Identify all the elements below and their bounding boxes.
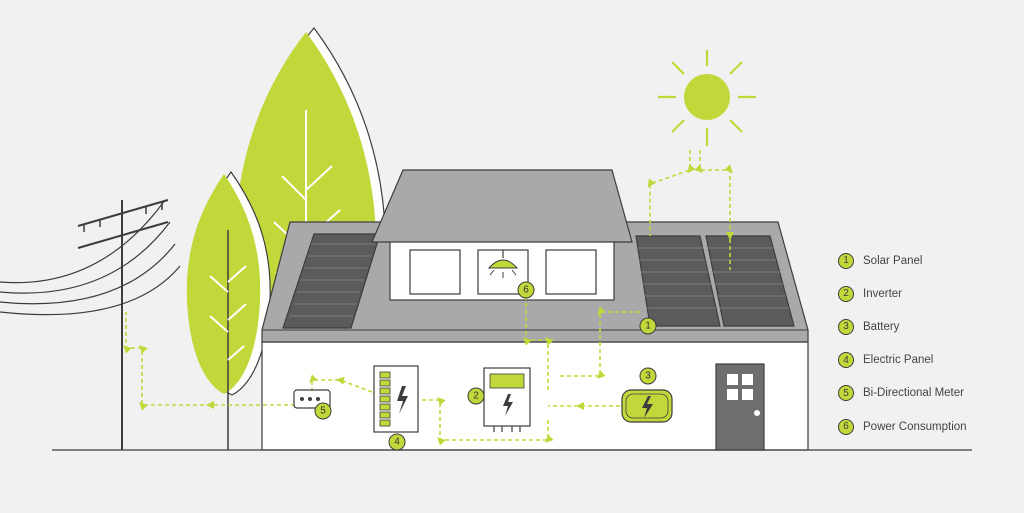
legend-number-badge: 6 [838, 418, 854, 435]
dormer-window-left [409, 249, 461, 295]
callout-battery: 3 [639, 367, 657, 385]
small-tree [186, 170, 271, 450]
legend-label: Bi-Directional Meter [863, 387, 964, 400]
legend-label: Inverter [863, 287, 902, 300]
inverter [483, 367, 531, 432]
callout-solar-panel: 1 [639, 317, 657, 335]
legend-item-inverter: 2 Inverter [838, 277, 1018, 310]
legend-label: Power Consumption [863, 420, 967, 433]
callout-electric-panel: 4 [388, 433, 406, 451]
callout-consumption: 6 [517, 281, 535, 299]
legend: 1 Solar Panel 2 Inverter 3 Battery 4 Ele… [838, 244, 1018, 443]
dormer [371, 169, 633, 301]
legend-label: Solar Panel [863, 254, 923, 267]
legend-label: Battery [863, 320, 900, 333]
electric-panel [373, 365, 419, 433]
lamp-icon [487, 250, 519, 278]
legend-number-badge: 5 [838, 385, 854, 402]
solar-panel-middle [635, 235, 721, 327]
svg-text:5: 5 [320, 406, 326, 417]
legend-item-electric-panel: 4 Electric Panel [838, 344, 1018, 377]
front-door [715, 363, 765, 451]
svg-text:1: 1 [645, 321, 651, 332]
legend-number-badge: 3 [838, 318, 854, 335]
solar-panel-left [282, 233, 381, 329]
utility-pole [77, 199, 169, 450]
power-lines [0, 199, 181, 316]
legend-number-badge: 1 [838, 252, 854, 269]
sun-icon [658, 50, 756, 146]
svg-text:2: 2 [473, 391, 479, 402]
battery [621, 389, 673, 423]
legend-item-meter: 5 Bi-Directional Meter [838, 377, 1018, 410]
legend-item-battery: 3 Battery [838, 310, 1018, 343]
svg-text:4: 4 [394, 437, 400, 448]
legend-item-consumption: 6 Power Consumption [838, 410, 1018, 443]
legend-number-badge: 2 [838, 285, 854, 302]
svg-text:3: 3 [645, 371, 651, 382]
dormer-window-right [545, 249, 597, 295]
legend-label: Electric Panel [863, 354, 934, 367]
energy-flow-lines [123, 150, 734, 446]
callout-inverter: 2 [467, 387, 485, 405]
svg-text:6: 6 [523, 285, 529, 296]
callout-meter: 5 [314, 402, 332, 420]
solar-panel-right [705, 235, 795, 327]
legend-number-badge: 4 [838, 352, 854, 369]
legend-item-solar-panel: 1 Solar Panel [838, 244, 1018, 277]
